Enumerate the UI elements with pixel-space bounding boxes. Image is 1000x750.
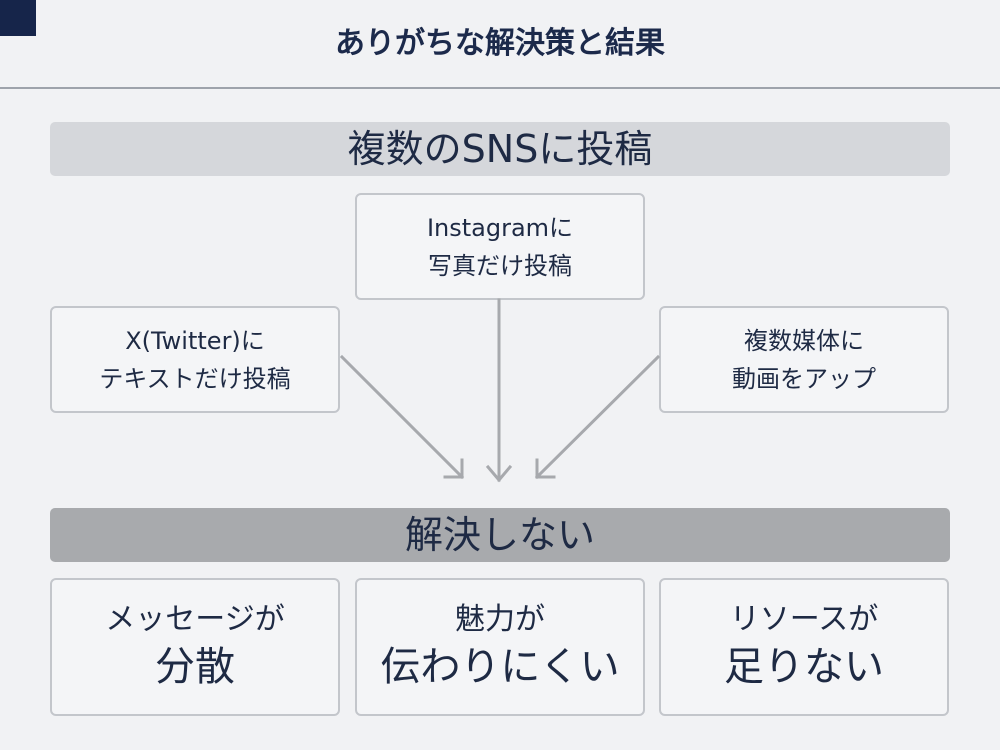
- result-appeal-line2: 伝わりにくい: [380, 644, 620, 690]
- arrow-left: [339, 354, 465, 480]
- result-box-resources: リソースが 足りない: [659, 578, 949, 716]
- result-message-line2: 分散: [155, 644, 235, 690]
- title-divider: [0, 87, 1000, 89]
- multi-media-option-box: 複数媒体に 動画をアップ: [659, 306, 949, 413]
- instagram-option-box: Instagramに 写真だけ投稿: [355, 193, 645, 300]
- result-box-message: メッセージが 分散: [50, 578, 340, 716]
- result-resources-line1: リソースが: [729, 602, 879, 637]
- page-title: ありがちな解決策と結果: [335, 26, 665, 61]
- top-band: 複数のSNSに投稿: [50, 122, 950, 176]
- result-message-line1: メッセージが: [105, 602, 285, 637]
- arrow-right: [534, 354, 661, 480]
- bottom-band: 解決しない: [50, 508, 950, 562]
- corner-accent: [0, 0, 36, 36]
- result-resources-line2: 足りない: [724, 644, 884, 690]
- result-box-appeal: 魅力が 伝わりにくい: [355, 578, 645, 716]
- instagram-option-line2: 写真だけ投稿: [428, 251, 572, 280]
- arrow-left-head: [443, 458, 464, 479]
- twitter-option-box: X(Twitter)に テキストだけ投稿: [50, 306, 340, 413]
- multi-media-option-line2: 動画をアップ: [732, 364, 876, 393]
- instagram-option-line1: Instagramに: [426, 213, 574, 242]
- twitter-option-line1: X(Twitter)に: [125, 326, 265, 355]
- arrow-center-head: [485, 464, 513, 483]
- result-appeal-line1: 魅力が: [455, 602, 545, 637]
- twitter-option-line2: テキストだけ投稿: [99, 364, 291, 393]
- arrow-right-head: [535, 458, 556, 479]
- multi-media-option-line1: 複数媒体に: [744, 326, 864, 355]
